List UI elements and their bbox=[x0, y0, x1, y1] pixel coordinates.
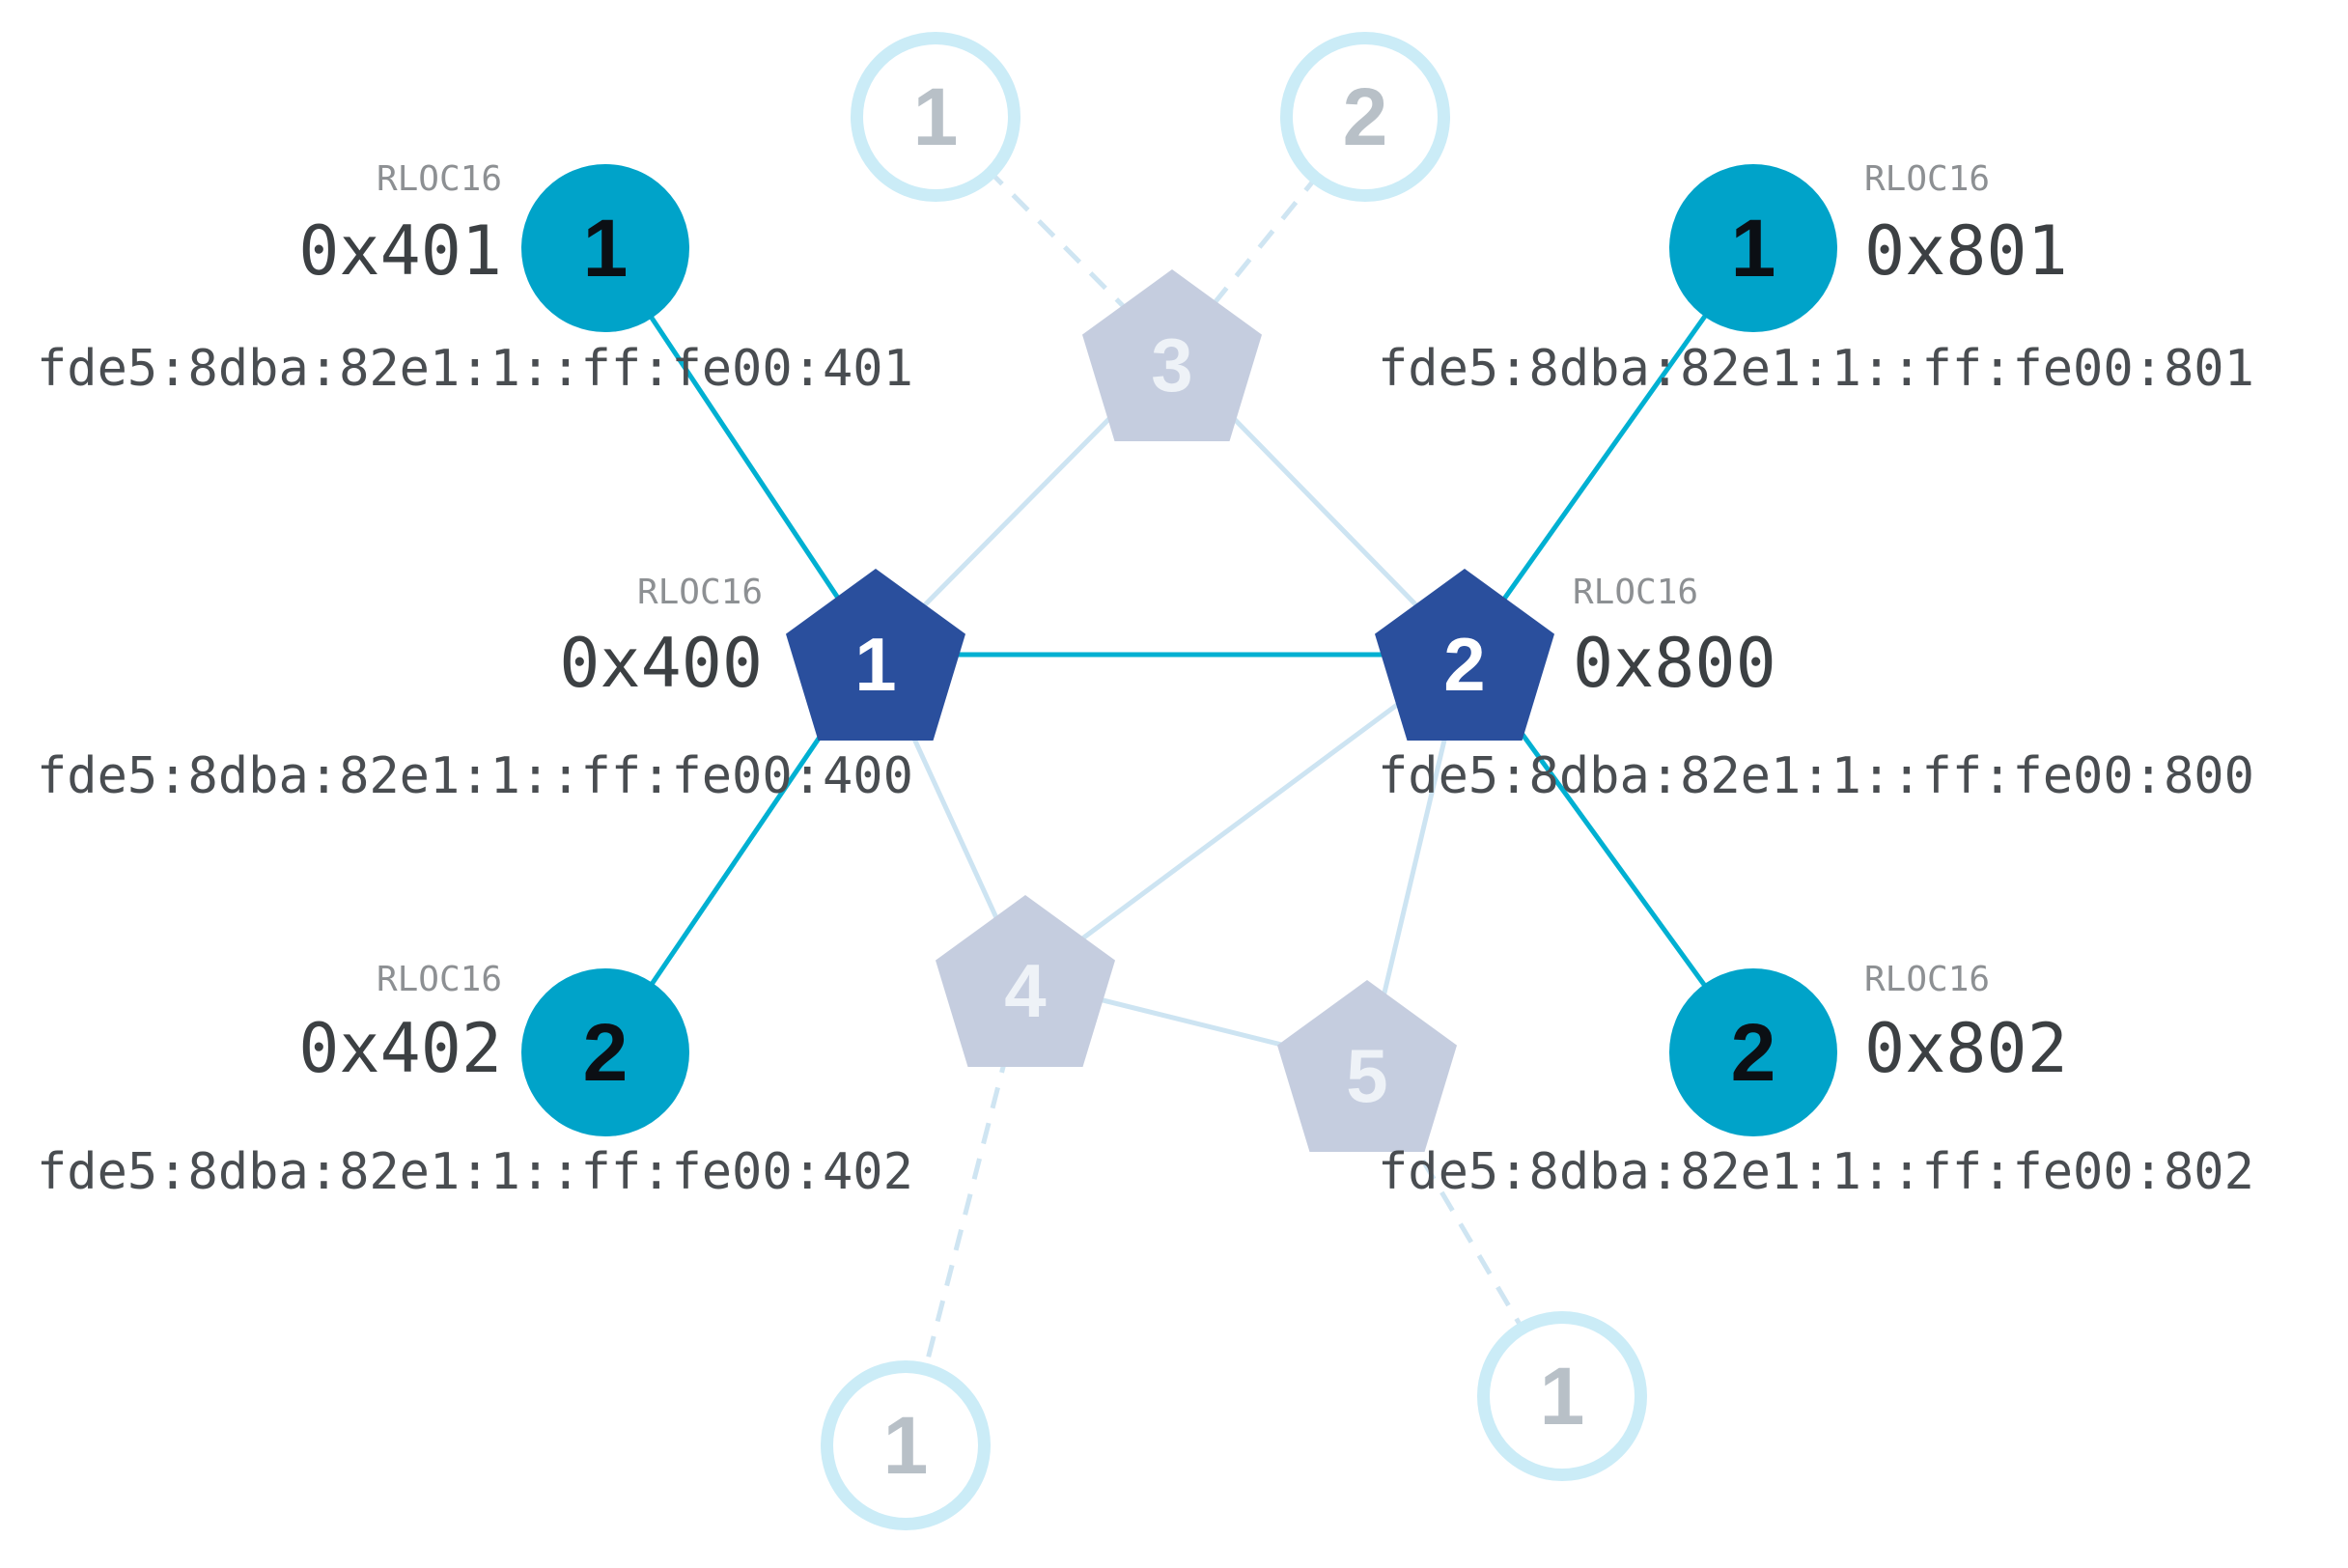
end-device-node-801[interactable]: 1 bbox=[1669, 164, 1837, 332]
end-device-bottom-left-label: 1 bbox=[882, 1400, 929, 1491]
end-device-node-bottom-right[interactable]: 1 bbox=[1477, 1311, 1647, 1481]
child-801-rloc16-field: RLOC16 bbox=[1864, 159, 1991, 199]
router-1-rloc16-field: RLOC16 bbox=[636, 573, 763, 612]
router-3-label: 3 bbox=[1151, 322, 1193, 407]
end-device-402-label: 2 bbox=[582, 1007, 629, 1098]
link-router-5-bottom-child-right bbox=[1364, 1064, 1565, 1398]
router-2-rloc16-field: RLOC16 bbox=[1573, 573, 1699, 612]
child-401-rloc16-value: 0x401 bbox=[298, 211, 502, 291]
child-402-ipv6-address: fde5:8dba:82e1:1::ff:fe00:402 bbox=[37, 1143, 913, 1201]
link-router-2-router-4 bbox=[1023, 652, 1467, 984]
child-802-ipv6-address: fde5:8dba:82e1:1::ff:fe00:802 bbox=[1378, 1143, 2254, 1201]
end-device-401-label: 1 bbox=[582, 203, 629, 294]
router-1-label: 1 bbox=[854, 622, 897, 707]
child-401-rloc16-field: RLOC16 bbox=[376, 159, 502, 199]
end-device-top-1-label: 1 bbox=[912, 71, 959, 162]
router-1-ipv6-address: fde5:8dba:82e1:1::ff:fe00:400 bbox=[37, 747, 913, 805]
child-402-rloc16-value: 0x402 bbox=[298, 1009, 502, 1088]
child-402-rloc16-field: RLOC16 bbox=[376, 960, 502, 999]
router-2-rloc16-value: 0x800 bbox=[1573, 624, 1776, 703]
end-device-801-label: 1 bbox=[1730, 203, 1776, 294]
end-device-node-802[interactable]: 2 bbox=[1669, 968, 1837, 1136]
child-801-rloc16-value: 0x801 bbox=[1864, 211, 2068, 291]
router-5-label: 5 bbox=[1346, 1033, 1388, 1118]
router-4-label: 4 bbox=[1004, 948, 1047, 1033]
end-device-802-label: 2 bbox=[1730, 1007, 1776, 1098]
end-device-node-401[interactable]: 1 bbox=[521, 164, 689, 332]
router-2-ipv6-address: fde5:8dba:82e1:1::ff:fe00:800 bbox=[1378, 747, 2254, 805]
child-802-rloc16-field: RLOC16 bbox=[1864, 960, 1991, 999]
end-device-bottom-right-label: 1 bbox=[1539, 1351, 1585, 1442]
child-801-ipv6-address: fde5:8dba:82e1:1::ff:fe00:801 bbox=[1378, 340, 2254, 398]
end-device-node-bottom-left[interactable]: 1 bbox=[821, 1360, 991, 1530]
end-device-top-2-label: 2 bbox=[1342, 71, 1388, 162]
child-401-ipv6-address: fde5:8dba:82e1:1::ff:fe00:401 bbox=[37, 340, 913, 398]
end-device-node-top-1[interactable]: 1 bbox=[851, 32, 1020, 202]
router-2-label: 2 bbox=[1443, 622, 1486, 707]
router-1-rloc16-value: 0x400 bbox=[559, 624, 763, 703]
end-device-node-top-2[interactable]: 2 bbox=[1280, 32, 1450, 202]
child-802-rloc16-value: 0x802 bbox=[1864, 1009, 2068, 1088]
end-device-node-402[interactable]: 2 bbox=[521, 968, 689, 1136]
